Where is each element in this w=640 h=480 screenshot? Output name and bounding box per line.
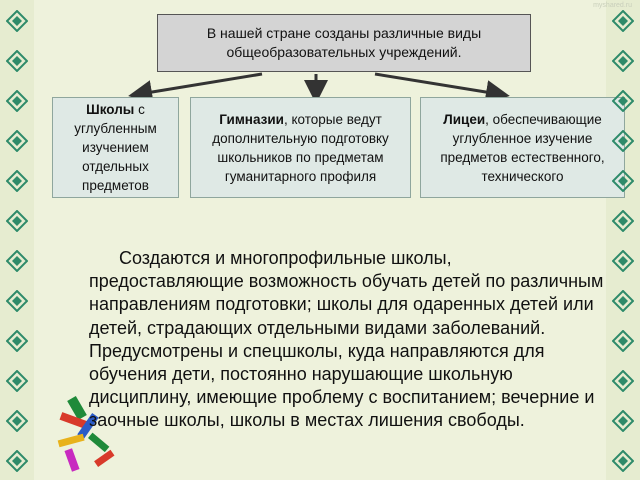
diamond-ornament-icon: [612, 50, 634, 72]
diagram-box-gymnasiums: Гимназии, которые ведут дополнительную п…: [190, 97, 411, 198]
diagram-box-lyceums: Лицеи, обеспечивающие углубленное изучен…: [420, 97, 625, 198]
diamond-ornament-icon: [612, 290, 634, 312]
diamond-ornament-icon: [6, 330, 28, 352]
box-title-schools: Школы: [86, 102, 135, 117]
watermark: myshared.ru: [593, 2, 632, 9]
diamond-ornament-icon: [612, 330, 634, 352]
left-ornament-border: [0, 0, 34, 480]
diamond-ornament-icon: [6, 130, 28, 152]
diamond-ornament-icon: [612, 210, 634, 232]
diamond-ornament-icon: [612, 10, 634, 32]
diamond-ornament-icon: [612, 370, 634, 392]
diamond-ornament-icon: [6, 290, 28, 312]
box-title-gymnasiums: Гимназии: [219, 111, 284, 127]
colorful-letters-decoration: [57, 395, 115, 472]
diamond-ornament-icon: [6, 210, 28, 232]
arrow-left: [128, 72, 263, 104]
diamond-ornament-icon: [612, 250, 634, 272]
diamond-ornament-icon: [6, 450, 28, 472]
diamond-ornament-icon: [6, 50, 28, 72]
diamond-ornament-icon: [612, 130, 634, 152]
diagram-top-box: В нашей стране созданы различные виды об…: [157, 14, 531, 72]
diamond-ornament-icon: [612, 90, 634, 112]
diamond-ornament-icon: [6, 410, 28, 432]
diamond-ornament-icon: [6, 170, 28, 192]
diamond-ornament-icon: [612, 450, 634, 472]
box-title-lyceums: Лицеи: [443, 111, 486, 127]
diamond-ornament-icon: [6, 90, 28, 112]
diamond-ornament-icon: [6, 250, 28, 272]
diamond-ornament-icon: [6, 370, 28, 392]
box-text-gymnasiums: , которые ведут дополнительную подготовк…: [212, 111, 389, 184]
arrow-right: [374, 72, 510, 104]
diamond-ornament-icon: [612, 170, 634, 192]
diamond-ornament-icon: [612, 410, 634, 432]
diamond-ornament-icon: [6, 10, 28, 32]
right-ornament-border: [606, 0, 640, 480]
diagram-box-schools: Школы с углубленным изучением отдельных …: [52, 97, 179, 198]
box-text-schools: с углубленным изучением отдельных предме…: [74, 102, 157, 193]
body-paragraph: Создаются и многопрофильные школы, предо…: [89, 248, 604, 431]
box-text-lyceums: , обеспечивающие углубленное изучение пр…: [440, 111, 605, 184]
